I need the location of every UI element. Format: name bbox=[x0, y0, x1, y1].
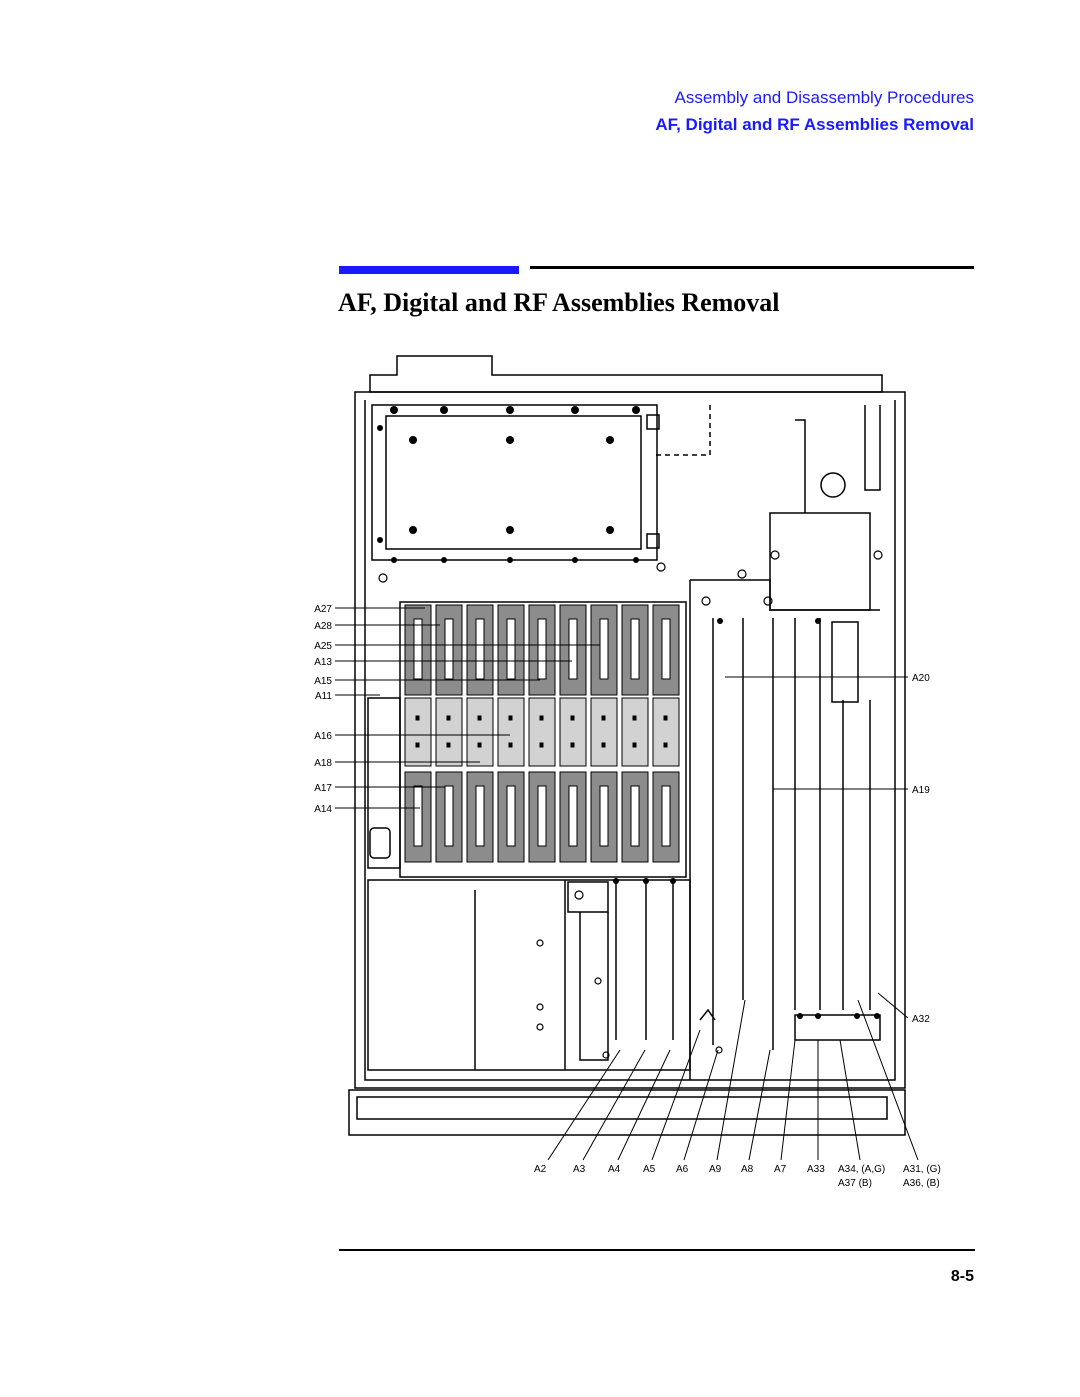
card-module bbox=[497, 697, 525, 767]
card-connector bbox=[568, 618, 578, 680]
card-connector bbox=[413, 785, 423, 847]
card-screw bbox=[570, 715, 575, 721]
callout-a5: A5 bbox=[643, 1164, 656, 1175]
callout-a36: A36, (B) bbox=[903, 1178, 940, 1189]
card-screw bbox=[477, 742, 482, 748]
callout-a18: A18 bbox=[314, 758, 332, 769]
callout-a7: A7 bbox=[774, 1164, 787, 1175]
footer-rule bbox=[339, 1249, 975, 1251]
callout-a32: A32 bbox=[912, 1014, 930, 1025]
callout-a19: A19 bbox=[912, 785, 930, 796]
callout-a17: A17 bbox=[314, 783, 332, 794]
callout-a6: A6 bbox=[676, 1164, 689, 1175]
card-module bbox=[590, 697, 618, 767]
card-screw bbox=[477, 715, 482, 721]
card-screw bbox=[570, 742, 575, 748]
callout-a20: A20 bbox=[912, 673, 930, 684]
card-connector bbox=[630, 618, 640, 680]
callout-a16: A16 bbox=[314, 731, 332, 742]
card-screw bbox=[446, 715, 451, 721]
card-connector bbox=[444, 785, 454, 847]
card-screw bbox=[601, 742, 606, 748]
card-screw bbox=[446, 742, 451, 748]
card-screw bbox=[508, 715, 513, 721]
section-rule bbox=[530, 266, 974, 269]
card-module bbox=[528, 697, 556, 767]
card-connector bbox=[413, 618, 423, 680]
card-screw bbox=[663, 715, 668, 721]
callout-a9: A9 bbox=[709, 1164, 722, 1175]
callout-a28: A28 bbox=[314, 621, 332, 632]
page-title: AF, Digital and RF Assemblies Removal bbox=[338, 288, 780, 317]
callout-a2: A2 bbox=[534, 1164, 547, 1175]
card-screw bbox=[663, 742, 668, 748]
card-screw bbox=[415, 742, 420, 748]
running-header-section: AF, Digital and RF Assemblies Removal bbox=[655, 115, 974, 134]
card-module bbox=[652, 697, 680, 767]
card-module bbox=[435, 697, 463, 767]
callout-a34: A34, (A,G) bbox=[838, 1164, 885, 1175]
card-screw bbox=[632, 715, 637, 721]
card-screw bbox=[539, 715, 544, 721]
running-header-chapter: Assembly and Disassembly Procedures bbox=[674, 88, 974, 107]
callout-a37: A37 (B) bbox=[838, 1178, 872, 1189]
card-connector bbox=[475, 618, 485, 680]
card-connector bbox=[506, 785, 516, 847]
card-connector bbox=[444, 618, 454, 680]
card-connector bbox=[599, 618, 609, 680]
card-screw bbox=[601, 715, 606, 721]
callout-a14: A14 bbox=[314, 804, 332, 815]
callout-a27: A27 bbox=[314, 604, 332, 615]
card-connector bbox=[506, 618, 516, 680]
card-module bbox=[559, 697, 587, 767]
callout-a25: A25 bbox=[314, 641, 332, 652]
callout-a33: A33 bbox=[807, 1164, 825, 1175]
callout-a15: A15 bbox=[314, 676, 332, 687]
page-number: 8-5 bbox=[950, 1268, 974, 1285]
section-rule-accent bbox=[339, 266, 519, 274]
card-connector bbox=[630, 785, 640, 847]
card-module bbox=[466, 697, 494, 767]
card-module bbox=[404, 697, 432, 767]
callout-a31: A31, (G) bbox=[903, 1164, 941, 1175]
callout-a13: A13 bbox=[314, 657, 332, 668]
callout-a3: A3 bbox=[573, 1164, 586, 1175]
callout-a8: A8 bbox=[741, 1164, 754, 1175]
callout-a11: A11 bbox=[315, 691, 332, 702]
card-screw bbox=[508, 742, 513, 748]
card-connector bbox=[568, 785, 578, 847]
callout-a4: A4 bbox=[608, 1164, 621, 1175]
card-screw bbox=[415, 715, 420, 721]
card-module bbox=[621, 697, 649, 767]
card-screw bbox=[539, 742, 544, 748]
card-connector bbox=[661, 618, 671, 680]
card-connector bbox=[475, 785, 485, 847]
card-connector bbox=[537, 785, 547, 847]
card-connector bbox=[537, 618, 547, 680]
card-screw bbox=[632, 742, 637, 748]
card-connector bbox=[661, 785, 671, 847]
card-connector bbox=[599, 785, 609, 847]
